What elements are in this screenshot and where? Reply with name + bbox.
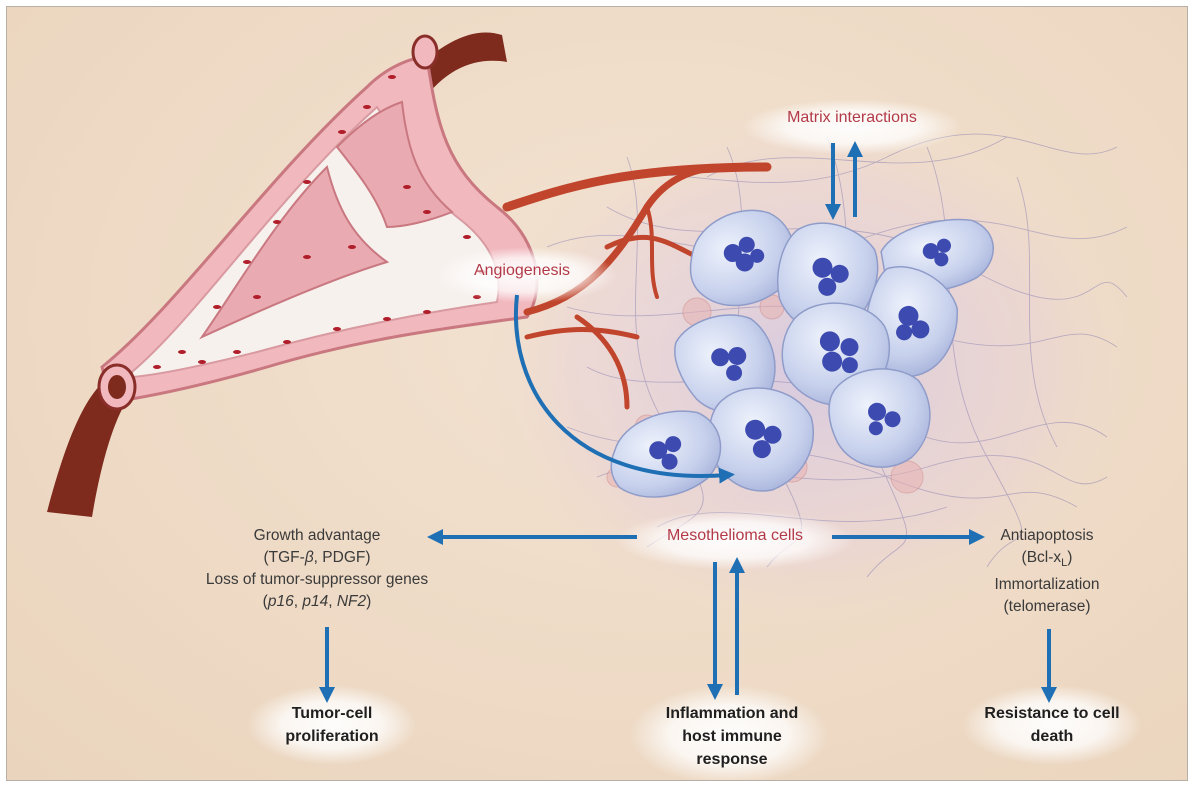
illustration	[7, 7, 1187, 780]
label-antiapoptosis: Antiapoptosis (Bcl-xL) Immortalization (…	[957, 525, 1137, 618]
growth-line-3: Loss of tumor-suppressor genes	[197, 569, 437, 591]
label-growth-advantage: Growth advantage (TGF-β, PDGF) Loss of t…	[197, 525, 437, 613]
label-tumor-cell-proliferation: Tumor-cell proliferation	[247, 702, 417, 748]
label-mesothelioma-cells: Mesothelioma cells	[625, 527, 845, 545]
label-resistance-to-cell-death: Resistance to cell death	[962, 702, 1142, 748]
label-inflammation: Inflammation and host immune response	[637, 702, 827, 771]
growth-line-4: (p16, p14, NF2)	[197, 591, 437, 613]
label-angiogenesis: Angiogenesis	[437, 262, 607, 280]
growth-line-1: Growth advantage	[197, 525, 437, 547]
antiapoptosis-line-3: Immortalization	[957, 574, 1137, 596]
antiapoptosis-line-4: (telomerase)	[957, 596, 1137, 618]
antiapoptosis-line-2: (Bcl-xL)	[957, 547, 1137, 574]
label-matrix-interactions: Matrix interactions	[742, 109, 962, 127]
diagram-frame: Matrix interactions Angiogenesis Mesothe…	[6, 6, 1188, 781]
growth-line-2: (TGF-β, PDGF)	[197, 547, 437, 569]
antiapoptosis-line-1: Antiapoptosis	[957, 525, 1137, 547]
